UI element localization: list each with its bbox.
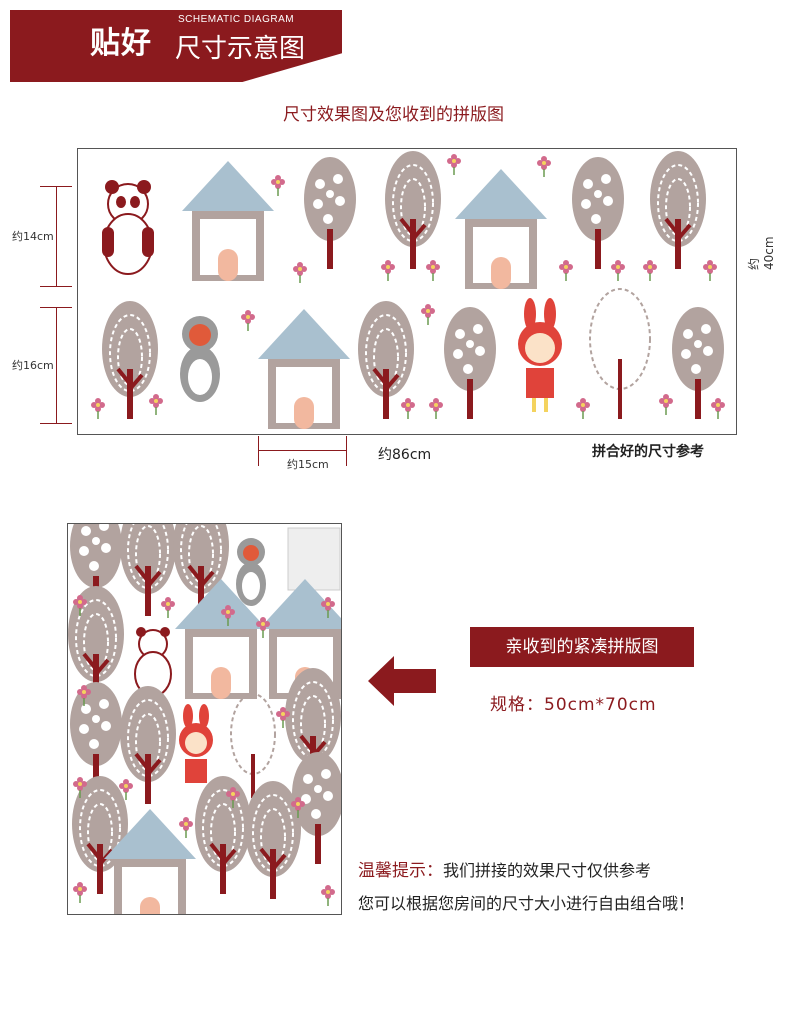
header-english-title: SCHEMATIC DIAGRAM [178,14,295,25]
dim-label-house-width: 约15cm [287,458,329,471]
tip-line-1: 温馨提示：我们拼接的效果尺寸仅供参考 [358,856,651,881]
dim-tick [346,436,347,466]
dim-label-bottom-row: 约16cm [12,359,54,372]
dim-label-total-height: 约40cm [747,236,776,270]
dim-line-top [56,186,57,286]
dim-tick [40,286,72,287]
tip-text-1: 我们拼接的效果尺寸仅供参考 [443,861,652,880]
header-title: 尺寸示意图 [175,34,306,64]
assembled-view-panel [77,148,737,435]
dim-line-bottom [56,307,57,423]
compact-sheet-panel [66,496,351,929]
section-title: 尺寸效果图及您收到的拼版图 [283,105,504,125]
assembled-caption: 拼合好的尺寸参考 [592,444,704,460]
dim-label-total-width: 约86cm [378,447,432,463]
compact-sheet-illustration [66,496,351,929]
thumbnail-image [287,527,341,591]
dim-tick [258,436,259,466]
tip-line-2: 您可以根据您房间的尺寸大小进行自由组合哦！ [358,894,695,913]
dim-line-house [258,450,347,451]
tip-label: 温馨提示： [358,861,443,881]
left-arrow-icon [368,656,438,706]
dim-tick [40,186,72,187]
compact-sheet-callout: 亲收到的紧凑拼版图 [470,627,694,667]
header-bold-title: 贴好 [90,26,152,61]
dim-label-top-row: 约14cm [12,230,54,243]
dim-tick [40,307,72,308]
dim-tick [40,423,72,424]
assembled-illustration [90,149,726,429]
rabbit-girl-illustration [518,298,562,412]
tiger-illustration [180,316,220,402]
panda-illustration [102,180,154,275]
spec-label: 规格：50cm*70cm [490,695,657,715]
